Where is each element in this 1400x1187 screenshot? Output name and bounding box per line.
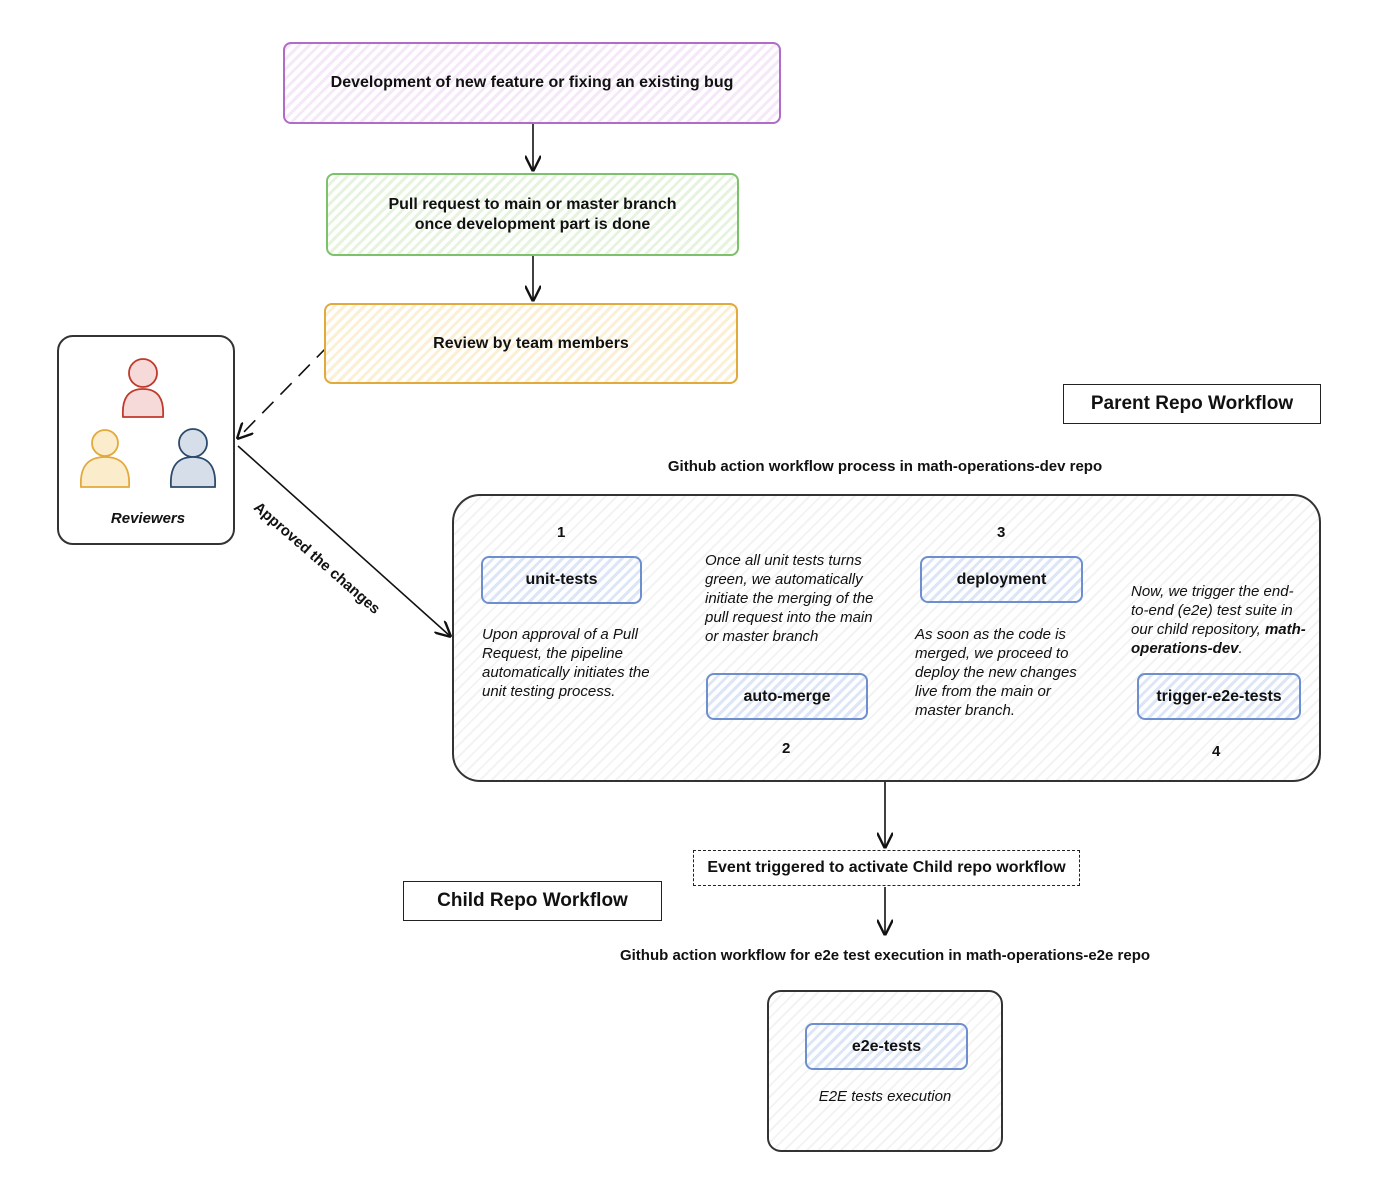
parent-repo-title-text: Parent Repo Workflow	[1090, 393, 1294, 414]
step-4-number: 4	[1212, 743, 1221, 760]
auto-merge-label: auto-merge	[743, 687, 831, 705]
e2e-tests-node: e2e-tests	[805, 1023, 968, 1070]
reviewers-label: Reviewers	[110, 510, 186, 527]
step-3-number: 3	[997, 524, 1006, 541]
trigger-e2e-tests-label: trigger-e2e-tests	[1156, 687, 1282, 705]
auto-merge-node: auto-merge	[706, 673, 868, 720]
parent-heading: Github action workflow process in math-o…	[667, 458, 1103, 475]
step-4-description-end: .	[1238, 640, 1243, 657]
child-repo-title-text: Child Repo Workflow	[437, 890, 628, 911]
reviewers-box: Reviewers	[57, 335, 235, 545]
person-yellow-icon	[80, 429, 130, 488]
step-4-description-text: Now, we trigger the end-to-end (e2e) tes…	[1131, 583, 1294, 638]
e2e-description: E2E tests execution	[818, 1088, 952, 1105]
pull-request-label: Pull request to main or master branch on…	[388, 195, 677, 233]
arrow-approved	[237, 445, 450, 636]
review-box: Review by team members	[324, 303, 738, 384]
child-repo-title: Child Repo Workflow	[403, 881, 662, 921]
step-3-description: As soon as the code is merged, we procee…	[915, 626, 1077, 719]
e2e-tests-label: e2e-tests	[851, 1037, 922, 1055]
unit-tests-label: unit-tests	[525, 571, 598, 588]
arrow-review-to-reviewers	[238, 345, 329, 438]
step-2-description: Once all unit tests turns green, we auto…	[705, 552, 874, 645]
review-label: Review by team members	[433, 334, 629, 352]
parent-workflow-container	[452, 494, 1321, 782]
development-label: Development of new feature or fixing an …	[330, 74, 734, 91]
event-trigger-label: Event triggered to activate Child repo w…	[707, 859, 1066, 876]
step-2-number: 2	[782, 740, 791, 757]
parent-repo-title: Parent Repo Workflow	[1063, 384, 1321, 424]
event-trigger-box: Event triggered to activate Child repo w…	[693, 850, 1080, 886]
pull-request-box: Pull request to main or master branch on…	[326, 173, 739, 256]
person-navy-icon	[170, 428, 216, 488]
child-workflow-container	[767, 990, 1003, 1152]
person-red-icon	[121, 358, 165, 418]
deployment-label: deployment	[956, 570, 1047, 588]
unit-tests-node: unit-tests	[481, 556, 642, 604]
people-icon	[80, 358, 216, 488]
development-box: Development of new feature or fixing an …	[283, 42, 781, 124]
step-4-description: Now, we trigger the end-to-end (e2e) tes…	[1131, 582, 1309, 658]
child-heading: Github action workflow for e2e test exec…	[619, 947, 1151, 964]
step-1-description: Upon approval of a Pull Request, the pip…	[482, 626, 650, 700]
trigger-e2e-tests-node: trigger-e2e-tests	[1137, 673, 1301, 720]
step-1-number: 1	[557, 524, 566, 541]
deployment-node: deployment	[920, 556, 1083, 603]
child-repo-name: math-operations-dev	[1131, 621, 1306, 657]
